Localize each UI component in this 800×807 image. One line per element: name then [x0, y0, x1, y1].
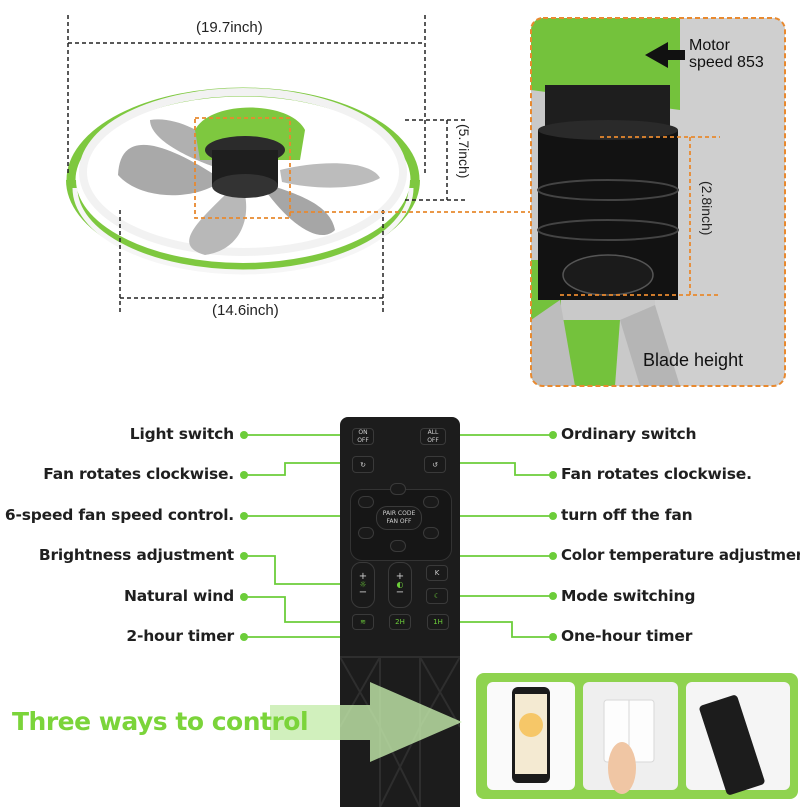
rotate-icon: ↻	[360, 460, 366, 469]
fan-blade	[265, 185, 335, 236]
speed-6-button[interactable]	[390, 540, 406, 552]
plus-icon: +	[358, 571, 368, 582]
callout-frame	[530, 17, 786, 387]
mode-switching-button[interactable]: ☾	[426, 588, 448, 604]
label-speed-control: 6-speed fan speed control.	[4, 506, 234, 524]
rotate-icon: ↺	[432, 460, 438, 469]
plus-icon: +	[395, 571, 405, 582]
remote-control	[340, 417, 460, 807]
wind-icon: ≋	[360, 618, 366, 626]
dim-height: (5.7inch)	[456, 124, 472, 179]
color-cycle-button[interactable]: K	[426, 565, 448, 581]
label-fan-clockwise-left: Fan rotates clockwise.	[43, 465, 234, 483]
label-fan-off: turn off the fan	[561, 506, 693, 524]
banner-title: Three ways to control	[12, 707, 309, 736]
label-light-switch: Light switch	[129, 425, 234, 443]
fan-blade	[189, 190, 247, 255]
temp-icon: ◐	[396, 580, 404, 589]
label-mode-switching: Mode switching	[561, 587, 696, 605]
k-icon: K	[434, 569, 440, 577]
motor-label: Motor speed 853	[689, 37, 764, 71]
fan-blade	[118, 144, 215, 196]
dim-inner-width: (14.6inch)	[212, 302, 279, 319]
speed-3-button[interactable]	[423, 496, 439, 508]
color-temp-rocker[interactable]: +◐−	[388, 562, 412, 608]
ordinary-switch-button[interactable]: ALL OFF	[420, 428, 446, 445]
brightness-rocker[interactable]: +☼−	[351, 562, 375, 608]
fan-clockwise-left-button[interactable]: ↻	[352, 456, 374, 473]
label-ordinary-switch: Ordinary switch	[561, 425, 697, 443]
fan-clockwise-right-button[interactable]: ↺	[424, 456, 446, 473]
label-color-temp: Color temperature adjustment	[561, 546, 800, 564]
natural-wind-button[interactable]: ≋	[352, 614, 374, 630]
dim-outer-width: (19.7inch)	[196, 19, 263, 36]
label-natural-wind: Natural wind	[123, 587, 234, 605]
fan-off-button[interactable]: PAIR CODE FAN OFF	[376, 506, 422, 530]
banner-graphic	[270, 673, 798, 799]
speed-2-button[interactable]	[358, 496, 374, 508]
label-fan-clockwise-right: Fan rotates clockwise.	[561, 465, 752, 483]
speed-1-button[interactable]	[390, 483, 406, 495]
speed-4-button[interactable]	[358, 527, 374, 539]
moon-icon: ☾	[433, 592, 441, 600]
label-brightness: Brightness adjustment	[38, 546, 234, 564]
label-1h-timer: One-hour timer	[561, 627, 693, 645]
sun-icon: ☼	[359, 580, 367, 589]
minus-icon: −	[358, 587, 368, 598]
timer-1h-button[interactable]: 1H	[427, 614, 449, 630]
timer-2h-button[interactable]: 2H	[389, 614, 411, 630]
blade-height-label: Blade height	[643, 350, 744, 370]
fan-blade	[280, 163, 380, 188]
dim-blade-height: (2.8inch)	[699, 181, 715, 236]
light-switch-button[interactable]: ON OFF	[352, 428, 374, 445]
label-2h-timer: 2-hour timer	[126, 627, 234, 645]
arrow-icon	[270, 682, 462, 762]
speed-5-button[interactable]	[423, 527, 439, 539]
motor-arrow-icon	[645, 42, 685, 68]
minus-icon: −	[395, 587, 405, 598]
